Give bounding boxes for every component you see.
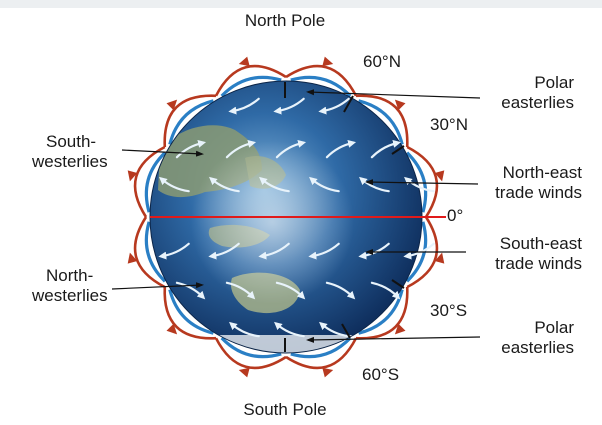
ferrel-cell-west (163, 286, 217, 340)
polar-cell-east (285, 336, 358, 378)
polar-easterlies-north-label: Polar easterlies (501, 73, 574, 112)
cell-arrowhead (127, 170, 138, 182)
lat-0-label: 0° (447, 206, 464, 225)
latitude-ticks (284, 82, 405, 352)
south-pole-label: South Pole (243, 400, 327, 419)
wind-arrow (228, 97, 260, 115)
cell-arrowhead (322, 56, 334, 67)
wind-arrow (359, 176, 390, 193)
pointer-south-westerlies (121, 149, 204, 157)
ferrel-cell-east (355, 94, 409, 148)
lat-60n-label: 60°N (363, 52, 401, 71)
north-westerlies-label: North- westerlies (32, 266, 108, 305)
cell-arrowhead (238, 56, 250, 67)
polar-cell-east (285, 56, 358, 98)
cell-arrowhead (434, 252, 445, 264)
hadley-cell-east (405, 216, 445, 289)
south-westerlies-label: South- westerlies (32, 132, 108, 171)
north-east-trade-winds-label: North-east trade winds (495, 163, 582, 202)
tick-60s (341, 323, 351, 339)
wind-arrow (273, 97, 305, 115)
pointer-polar-easterlies-north (306, 89, 481, 99)
wind-arrow (370, 139, 402, 159)
cell-arrowhead (127, 252, 138, 264)
label-pointers (111, 89, 481, 343)
wind-arrow (225, 139, 257, 159)
polar-cell-west (214, 336, 287, 378)
wind-arrow (275, 281, 306, 300)
wind-arrow (208, 242, 240, 260)
ferrel-cell-east (355, 286, 409, 340)
cell-arrowhead (322, 367, 334, 378)
wind-arrow (309, 176, 340, 193)
pointer-north-westerlies (111, 282, 204, 290)
surface-wind-arrows (158, 97, 435, 338)
wind-arrow (325, 281, 356, 300)
wind-arrow (308, 242, 340, 260)
cell-arrowhead (166, 323, 178, 335)
wind-arrow (158, 242, 190, 260)
pointer-north-east-trade (365, 179, 479, 186)
lat-30s-label: 30°S (430, 301, 468, 320)
cell-arrowhead (166, 99, 178, 111)
south-east-trade-winds-label: South-east trade winds (495, 234, 582, 273)
cell-arrowhead (394, 323, 406, 335)
polar-easterlies-south-label: Polar easterlies (501, 318, 574, 357)
wind-arrow (258, 242, 290, 260)
wind-arrow (209, 176, 240, 193)
tick-30s (391, 279, 405, 289)
north-pole-label: North Pole (244, 11, 326, 30)
circulation-cells (127, 56, 445, 378)
polar-cell-west (214, 56, 287, 98)
wind-arrow (318, 97, 350, 115)
wind-arrow (229, 321, 260, 338)
tick-60n (343, 95, 354, 113)
wind-arrow (275, 139, 307, 159)
ferrel-cell-west (163, 94, 217, 148)
top-band (0, 0, 602, 8)
cell-arrowhead (238, 367, 250, 378)
pointer-polar-easterlies-south (306, 336, 481, 343)
wind-arrow (325, 139, 357, 159)
wind-arrow (370, 281, 401, 300)
wind-arrow (404, 176, 435, 193)
wind-arrow (225, 281, 256, 300)
cell-arrowhead (434, 170, 445, 182)
cell-arrowhead (394, 99, 406, 111)
wind-arrow (274, 321, 305, 338)
wind-arrow (159, 176, 190, 193)
hadley-cell-east (405, 145, 445, 218)
wind-arrow (319, 321, 350, 338)
wind-arrow (175, 281, 206, 300)
tick-30n (391, 145, 405, 155)
wind-arrow (259, 176, 290, 193)
lat-30n-label: 30°N (430, 115, 468, 134)
hadley-cell-west (127, 216, 167, 289)
lat-60s-label: 60°S (362, 365, 400, 384)
wind-arrow (175, 139, 207, 159)
